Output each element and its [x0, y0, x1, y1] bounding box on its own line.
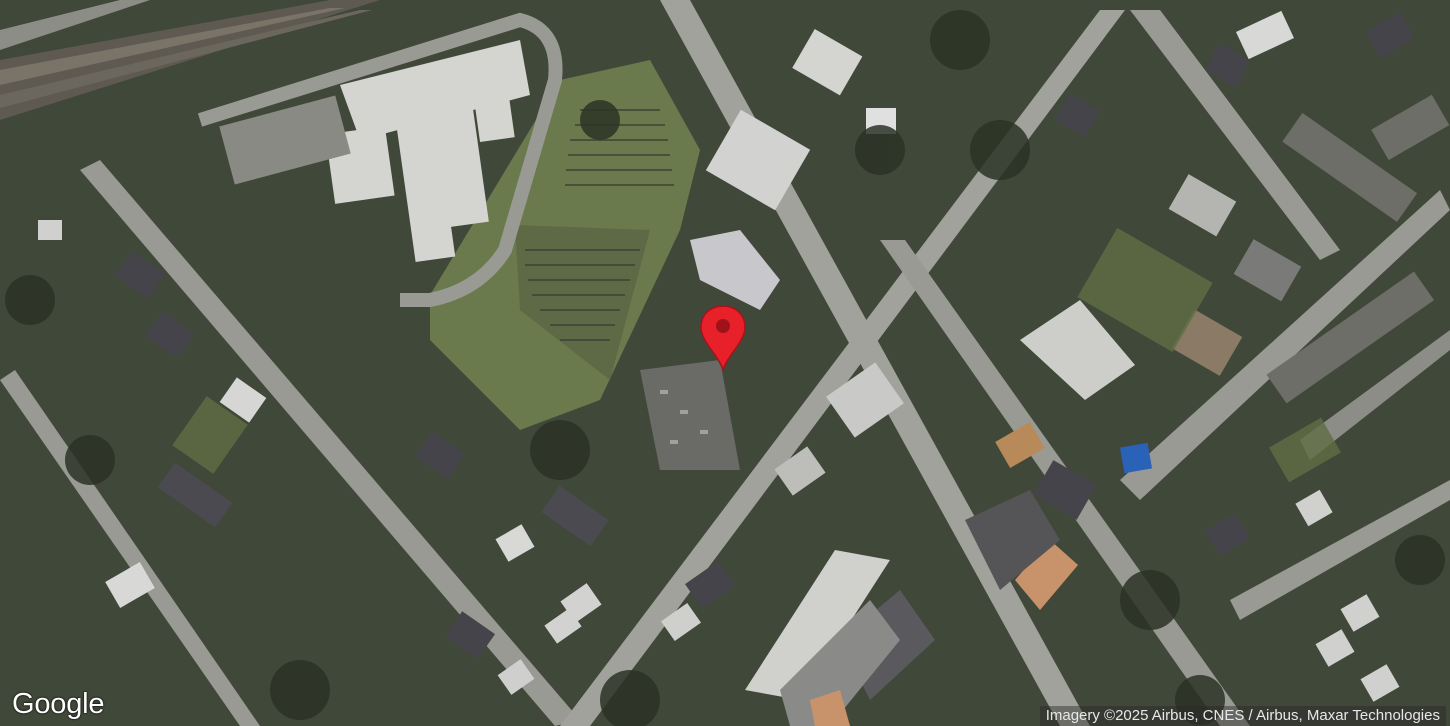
- map-pin-icon[interactable]: [698, 304, 748, 372]
- church-building: [690, 230, 780, 310]
- blue-roof: [1119, 442, 1153, 474]
- imagery-attribution: Imagery ©2025 Airbus, CNES / Airbus, Max…: [1039, 706, 1446, 726]
- google-logo[interactable]: Google: [12, 688, 105, 720]
- school-building: [745, 550, 890, 700]
- road-main-diagonal: [80, 160, 580, 726]
- playground: [1015, 540, 1078, 610]
- houses: [38, 220, 1400, 702]
- road-main-avenue: [560, 10, 1125, 726]
- railway: [0, 0, 380, 120]
